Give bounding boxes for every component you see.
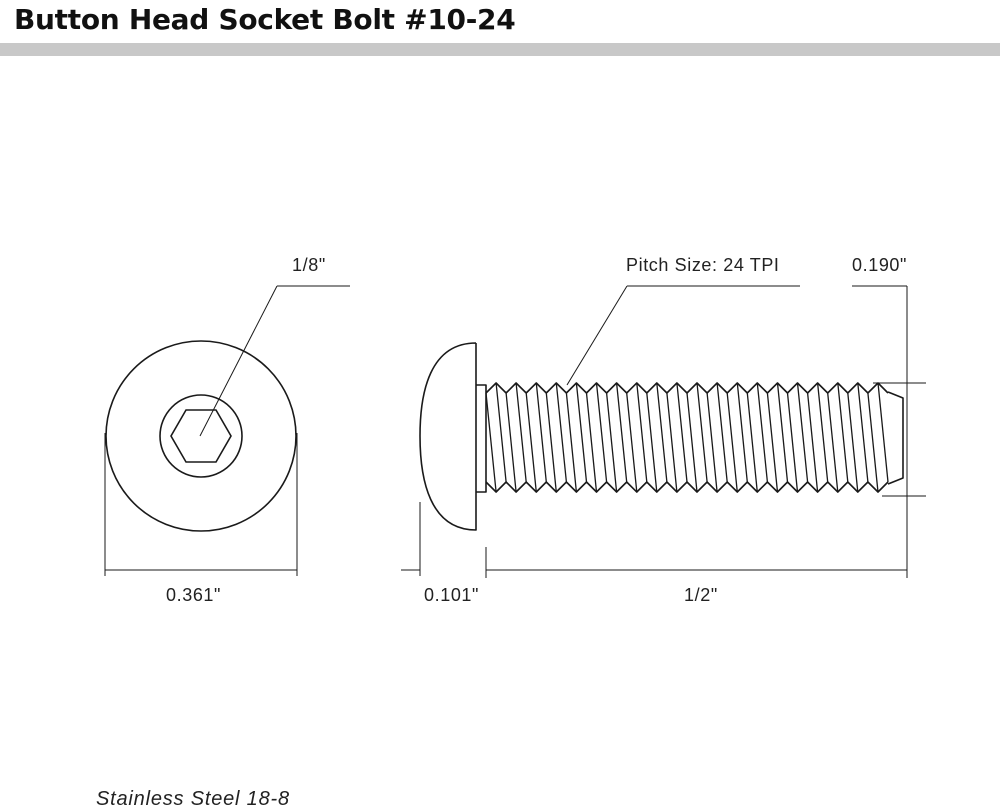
- pitch-label: Pitch Size: 24 TPI: [626, 255, 780, 275]
- thread-flank-line: [686, 392, 698, 493]
- material-caption: Stainless Steel 18-8: [96, 788, 290, 810]
- thread-flank-line: [666, 392, 678, 493]
- thread-flank-line: [535, 382, 547, 483]
- thread-flank-line: [565, 392, 578, 493]
- thread-flank-line: [796, 382, 809, 483]
- head-outline-circle: [105, 340, 297, 532]
- thread-flank-line: [545, 392, 557, 493]
- thread-bottom-crests: [485, 481, 889, 493]
- thread-flank-line: [706, 392, 718, 493]
- thread-diameter-label: 0.190": [852, 255, 907, 275]
- thread-flank-line: [806, 392, 819, 493]
- thread-flank-line: [495, 382, 507, 483]
- thread-flank-line: [766, 392, 779, 493]
- thread-flank-line: [756, 382, 769, 483]
- thread-flank-line: [736, 382, 748, 483]
- head-diameter-label: 0.361": [166, 585, 221, 605]
- head-height-label: 0.101": [424, 585, 479, 605]
- thread-flank-line: [585, 392, 598, 493]
- thread-flank-line: [716, 382, 728, 483]
- head-top-view: [105, 340, 297, 532]
- hex-socket-icon: [170, 409, 232, 463]
- thread-top-crests: [485, 382, 889, 394]
- thread-flank-line: [726, 392, 738, 493]
- thread-flank-line: [626, 392, 638, 493]
- thread-flank-line: [636, 382, 648, 483]
- thread-flank-line: [646, 392, 658, 493]
- thread-flank-line: [776, 382, 789, 483]
- length-dimension: [485, 547, 907, 578]
- thread-flank-line: [525, 392, 537, 493]
- thread-flank-line: [575, 382, 588, 483]
- thread-diameter-dimension: [852, 285, 926, 578]
- bolt-neck: [476, 384, 487, 493]
- thread-flank-line: [867, 392, 879, 493]
- thread-flank-line: [515, 382, 527, 483]
- thread-flank-line: [485, 392, 497, 493]
- thread-flank-line: [827, 392, 839, 493]
- hex-size-leader: [199, 285, 350, 437]
- thread-flank-line: [746, 392, 758, 493]
- hex-size-label: 1/8": [292, 255, 326, 275]
- head-height-dimension: [401, 502, 421, 576]
- thread-flank-line: [786, 392, 799, 493]
- thread-flank-line: [816, 382, 829, 483]
- thread-flank-line: [656, 382, 668, 483]
- thread-flank-line: [877, 382, 889, 483]
- thread-flank-line: [847, 392, 859, 493]
- title-underline-bar: [0, 43, 1000, 56]
- bolt-head-profile: [419, 342, 477, 531]
- thread-flank-line: [605, 392, 618, 493]
- thread-flank-line: [696, 382, 708, 483]
- thread-flank-line: [857, 382, 869, 483]
- bolt-tip: [887, 391, 904, 485]
- thread-flank-line: [837, 382, 849, 483]
- thread-flank-line: [676, 382, 688, 483]
- thread-flank-line: [555, 382, 568, 483]
- thread-flank-line: [505, 392, 517, 493]
- pitch-leader: [566, 285, 800, 386]
- thread-flank-line: [615, 382, 628, 483]
- length-label: 1/2": [684, 585, 718, 605]
- head-diameter-dimension: [104, 433, 298, 576]
- thread-flank-line: [595, 382, 608, 483]
- bolt-side-view: [419, 342, 904, 531]
- page-title: Button Head Socket Bolt #10-24: [14, 3, 516, 36]
- thread-flanks: [485, 382, 889, 493]
- socket-circle: [159, 394, 243, 478]
